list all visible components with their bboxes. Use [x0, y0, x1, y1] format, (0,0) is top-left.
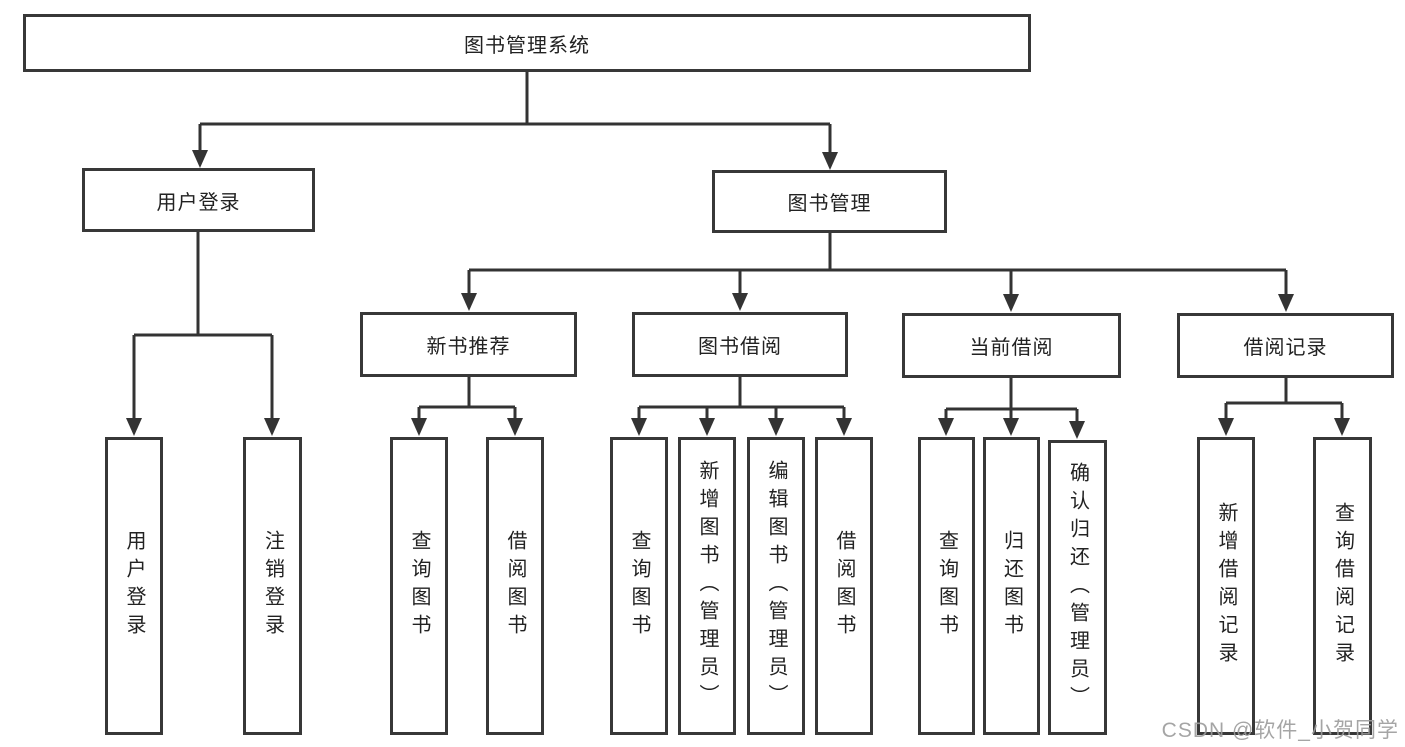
node-label: 查询借阅记录: [1331, 502, 1354, 670]
node-leaf-query-books-borrowing: 查询图书: [610, 437, 668, 735]
arrowhead-down-icon: [126, 418, 142, 436]
node-label: 借阅图书: [504, 530, 526, 642]
node-label: 注销登录: [261, 530, 284, 642]
node-label: 查询图书: [408, 530, 430, 642]
arrowhead-down-icon: [699, 418, 715, 436]
node-label: 确认归还（管理员）: [1066, 461, 1089, 714]
arrowhead-down-icon: [1069, 421, 1085, 439]
node-current-borrowing: 当前借阅: [902, 313, 1121, 378]
node-user-login: 用户登录: [82, 168, 315, 232]
arrowhead-down-icon: [461, 293, 477, 311]
node-book-management: 图书管理: [712, 170, 947, 233]
arrowhead-down-icon: [938, 418, 954, 436]
node-label: 新增借阅记录: [1215, 502, 1237, 670]
arrowhead-down-icon: [507, 418, 523, 436]
arrowhead-down-icon: [192, 150, 208, 168]
node-leaf-user-login: 用户登录: [105, 437, 163, 735]
node-book-borrowing: 图书借阅: [632, 312, 848, 377]
arrowhead-down-icon: [822, 152, 838, 170]
arrowhead-down-icon: [1278, 294, 1294, 312]
arrowheads: [126, 150, 1350, 439]
node-leaf-add-books-admin: 新增图书（管理员）: [678, 437, 736, 735]
node-leaf-logout: 注销登录: [243, 437, 302, 735]
node-label: 归还图书: [1000, 530, 1023, 642]
node-label: 查询图书: [628, 530, 650, 642]
node-label: 借阅图书: [833, 530, 855, 642]
arrowhead-down-icon: [1334, 418, 1350, 436]
node-leaf-edit-books-admin: 编辑图书（管理员）: [747, 437, 805, 735]
node-leaf-borrow-books-recommend: 借阅图书: [486, 437, 544, 735]
arrowhead-down-icon: [768, 418, 784, 436]
arrowhead-down-icon: [1003, 294, 1019, 312]
node-library-management-system: 图书管理系统: [23, 14, 1031, 72]
node-new-book-recommendation: 新书推荐: [360, 312, 577, 377]
node-label: 用户登录: [123, 530, 145, 642]
node-leaf-confirm-return-admin: 确认归还（管理员）: [1048, 440, 1107, 735]
node-leaf-return-books: 归还图书: [983, 437, 1040, 735]
arrowhead-down-icon: [836, 418, 852, 436]
node-leaf-add-borrow-record: 新增借阅记录: [1197, 437, 1255, 735]
node-label: 新增图书（管理员）: [696, 460, 718, 712]
node-leaf-query-books-recommend: 查询图书: [390, 437, 448, 735]
csdn-watermark: CSDN @软件_小贺同学: [1161, 719, 1399, 742]
arrowhead-down-icon: [411, 418, 427, 436]
arrowhead-down-icon: [264, 418, 280, 436]
node-borrowing-records: 借阅记录: [1177, 313, 1394, 378]
node-leaf-query-borrow-record: 查询借阅记录: [1313, 437, 1372, 735]
arrowhead-down-icon: [631, 418, 647, 436]
node-label: 编辑图书（管理员）: [765, 460, 787, 712]
node-leaf-query-books-current: 查询图书: [918, 437, 975, 735]
connector-path: [132, 72, 1344, 423]
arrowhead-down-icon: [1218, 418, 1234, 436]
node-leaf-borrow-books-borrowing: 借阅图书: [815, 437, 873, 735]
arrowhead-down-icon: [1003, 418, 1019, 436]
node-label: 查询图书: [935, 530, 958, 642]
arrowhead-down-icon: [732, 293, 748, 311]
